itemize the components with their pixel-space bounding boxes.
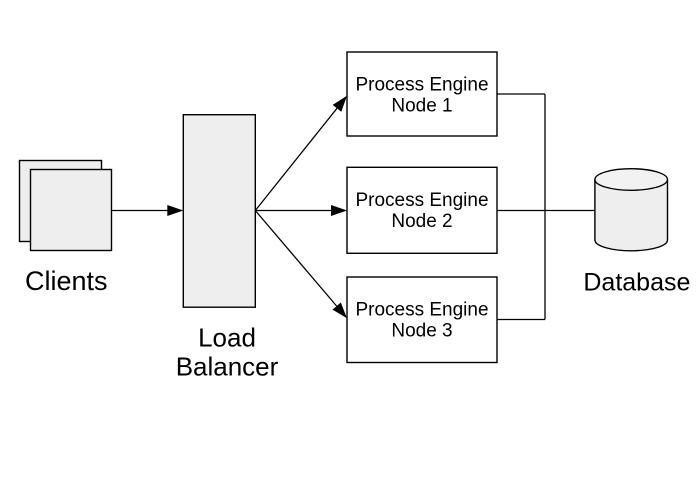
svg-text:Node 2: Node 2 xyxy=(391,211,452,232)
svg-text:Clients: Clients xyxy=(25,266,108,296)
svg-text:Load: Load xyxy=(198,323,256,353)
svg-text:Process Engine: Process Engine xyxy=(355,300,488,321)
svg-text:Node 3: Node 3 xyxy=(391,321,452,342)
svg-text:Process Engine: Process Engine xyxy=(355,190,488,211)
svg-text:Balancer: Balancer xyxy=(176,351,279,381)
svg-text:Process Engine: Process Engine xyxy=(355,75,488,96)
svg-text:Database: Database xyxy=(583,268,690,296)
svg-text:Node 1: Node 1 xyxy=(391,96,452,117)
